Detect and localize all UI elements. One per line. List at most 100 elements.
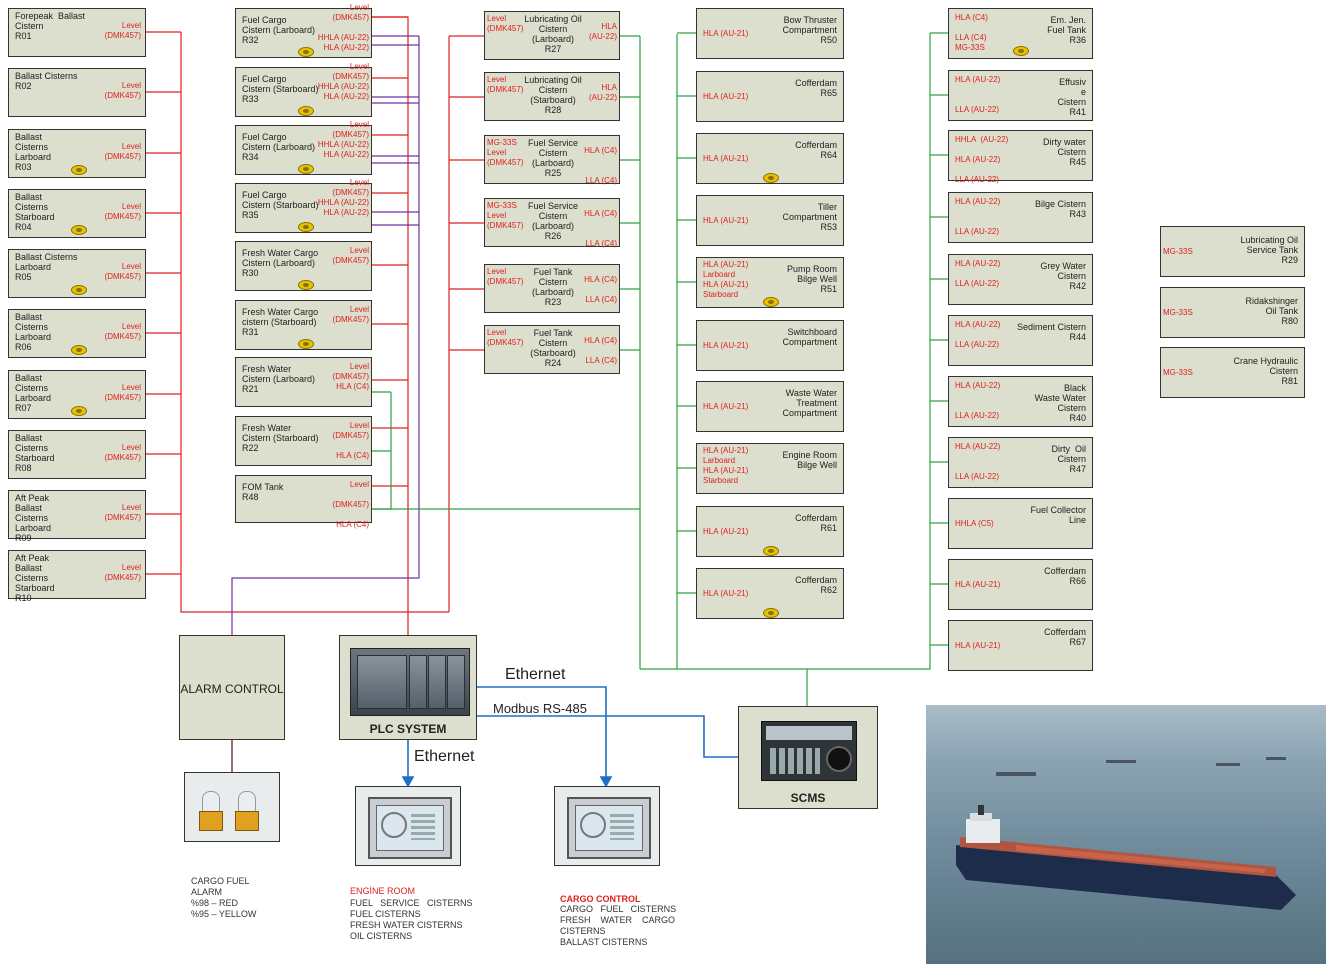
alarm-caption: CARGO FUEL ALARM %98 – RED %95 – YELLOW xyxy=(191,876,257,919)
control-console-icon xyxy=(761,721,857,781)
plc-system-box: PLC SYSTEM xyxy=(339,635,477,740)
sensor-label-left: MG-33S Level (DMK457) xyxy=(487,201,524,230)
explosion-proof-icon xyxy=(298,47,314,57)
engine-room-caption: ENGİNE ROOM xyxy=(350,886,415,897)
sensor-label: Level (DMK457) HHLA (AU-22) HLA (AU-22) xyxy=(317,178,369,217)
tanker-ship-icon xyxy=(956,757,1296,910)
tank-name: Sediment Cistern R44 xyxy=(1016,322,1086,342)
tank-name: Lubricating Oil Cistern (Starboard) R28 xyxy=(524,75,582,115)
tank-name: Aft Peak Ballast Cisterns Larboard R09 xyxy=(15,493,52,543)
sensor-label: HLA (AU-21) xyxy=(703,589,749,598)
tank-name: Ballast Cisterns Larboard R06 xyxy=(15,312,52,352)
sensor-label: Level (DMK457) xyxy=(104,563,141,582)
tank-card: Lubricating Oil Service Tank R29 MG-33S xyxy=(1160,226,1305,277)
tank-card: Aft Peak Ballast Cisterns Starboard R10 L… xyxy=(8,550,146,603)
tank-name: Fresh Water Cargo Cistern (Larboard) R30 xyxy=(242,248,319,278)
sensor-label: HLA (AU-22) LLA (AU-22) xyxy=(955,197,1001,236)
tank-card: Tiller Compartment R53 HLA (AU-21) xyxy=(696,195,844,246)
tank-name: Lubricating Oil Cistern (Larboard) R27 xyxy=(524,14,582,54)
alarm-control-box: ALARM CONTROL xyxy=(179,635,285,740)
sensor-label: Level (DMK457) xyxy=(104,81,141,100)
tank-card: Fresh Water Cistern (Larboard) R21 Level … xyxy=(235,357,372,407)
sensor-label: Level (DMK457) HLA (C4) xyxy=(332,480,369,529)
explosion-proof-icon xyxy=(298,339,314,349)
tank-name: Fuel Cargo Cistern (Starboard) R33 xyxy=(242,74,319,104)
tank-name: Fuel Tank Cistern (Larboard) R23 xyxy=(531,267,575,307)
tank-name: Lubricating Oil Service Tank R29 xyxy=(1240,235,1298,265)
scms-label: SCMS xyxy=(790,791,826,805)
sensor-label-right: HLA (AU-22) xyxy=(588,83,617,102)
tank-name: Cofferdam R65 xyxy=(795,78,837,98)
tank-name: Switchboard Compartment xyxy=(782,327,837,347)
tank-name: Aft Peak Ballast Cisterns Starboard R10 xyxy=(15,553,55,603)
explosion-proof-icon xyxy=(298,164,314,174)
tanker-ship-photo xyxy=(926,705,1326,964)
beacon-icon xyxy=(235,791,259,831)
tank-name: Fuel Tank Cistern (Starboard) R24 xyxy=(530,328,576,368)
sensor-label: HLA (AU-21) Larboard HLA (AU-21) Starboa… xyxy=(703,446,749,485)
tank-name: Cofferdam R67 xyxy=(1044,627,1086,647)
explosion-proof-icon xyxy=(71,165,87,175)
sensor-label: Level (DMK457) xyxy=(104,262,141,281)
tank-card: Ballast Cisterns Larboard R06 Level (DMK4… xyxy=(8,309,146,358)
sensor-label: Level (DMK457) xyxy=(332,305,369,324)
sensor-label: Level (DMK457) HHLA (AU-22) HLA (AU-22) xyxy=(317,120,369,159)
tank-name: Cofferdam R62 xyxy=(795,575,837,595)
sensor-label: HLA (AU-21) xyxy=(955,580,1001,589)
explosion-proof-icon xyxy=(298,106,314,116)
sensor-label: Level (DMK457) HLA (C4) xyxy=(332,362,369,391)
tank-name: Fresh Water Cistern (Larboard) R21 xyxy=(242,364,316,394)
sensor-label-left: Level (DMK457) xyxy=(487,328,524,347)
tank-name: Fuel Cargo Cistern (Starboard) R35 xyxy=(242,190,319,220)
wire xyxy=(180,32,449,613)
tank-name: Fresh Water Cargo cistern (Starboard) R3… xyxy=(242,307,319,337)
sensor-label-left: MG-33S Level (DMK457) xyxy=(487,138,524,167)
explosion-proof-icon xyxy=(298,280,314,290)
tank-name: Tiller Compartment R53 xyxy=(782,202,837,232)
explosion-proof-icon xyxy=(71,406,87,416)
tank-name: Dirty water Cistern R45 xyxy=(1042,137,1086,167)
tank-name: Grey Water Cistern R42 xyxy=(1040,261,1086,291)
tank-name: Fuel Cargo Cistern (Larboard) R32 xyxy=(242,15,316,45)
sensor-label: HLA (AU-21) xyxy=(703,216,749,225)
tank-name: Cofferdam R61 xyxy=(795,513,837,533)
sensor-label-right: HLA (C4) LLA (C4) xyxy=(584,209,617,248)
sensor-label: MG-33S xyxy=(1163,247,1193,256)
tank-name: Fuel Service Cistern (Larboard) R25 xyxy=(527,138,579,178)
sensor-label: Level (DMK457) xyxy=(104,322,141,341)
sensor-label: HLA (AU-22) LLA (AU-22) xyxy=(955,75,1001,114)
alarm-beacons xyxy=(184,772,280,842)
beacon-icon xyxy=(199,791,223,831)
tank-name: Ballast Cisterns Starboard R04 xyxy=(15,192,55,232)
arrow-head xyxy=(599,776,613,788)
ethernet-label-top: Ethernet xyxy=(505,666,566,683)
tank-card: Sediment Cistern R44 HLA (AU-22) LLA (AU-… xyxy=(948,315,1093,366)
sensor-label-right: HLA (C4) LLA (C4) xyxy=(584,146,617,185)
sensor-label: Level (DMK457) xyxy=(104,383,141,402)
sensor-label-left: Level (DMK457) xyxy=(487,14,524,33)
tank-name: Fuel Cargo Cistern (Larboard) R34 xyxy=(242,132,316,162)
wire xyxy=(372,16,409,635)
cargo-control-caption: CARGO CONTROL xyxy=(560,894,641,905)
sensor-label: HLA (AU-22) LLA (AU-22) xyxy=(955,320,1001,349)
sensor-label: HLA (AU-21) xyxy=(703,154,749,163)
sensor-label: Level (DMK457) xyxy=(104,443,141,462)
hmi-screen-icon xyxy=(368,797,452,859)
